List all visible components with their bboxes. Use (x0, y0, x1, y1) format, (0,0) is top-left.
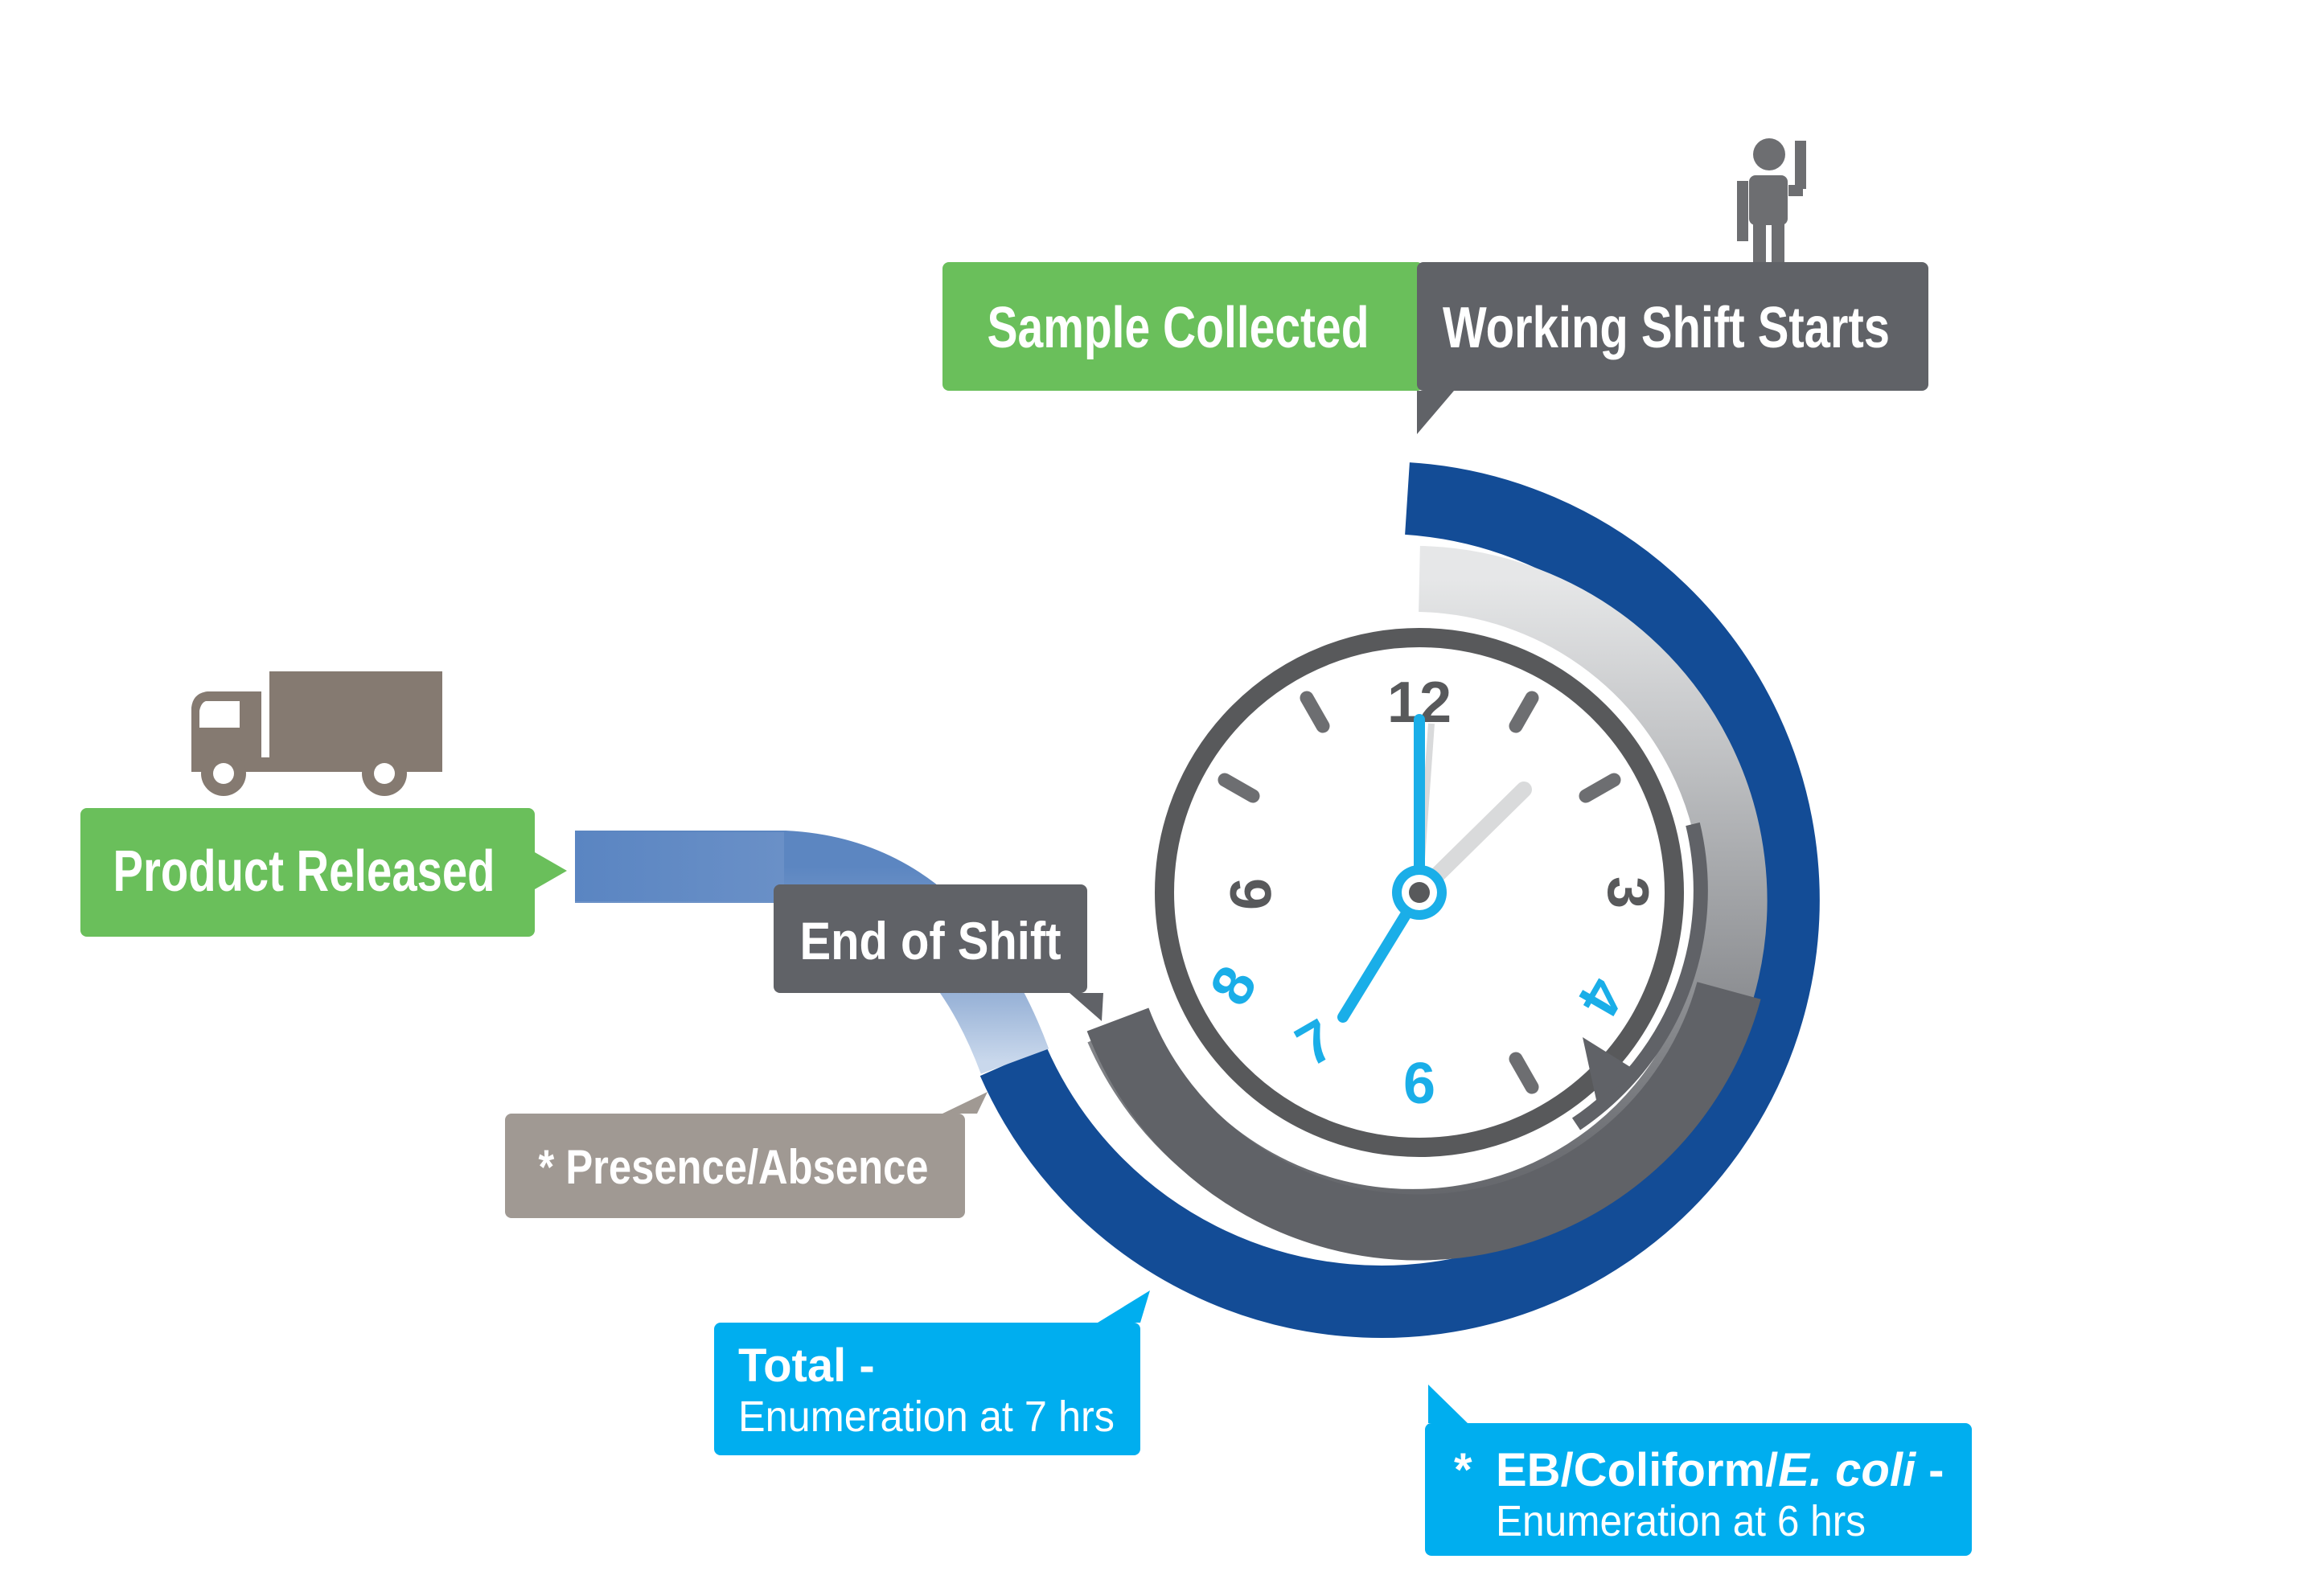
end-of-shift-label: End of Shift (800, 911, 1062, 970)
total-enumeration-callout: Total - Enumeration at 7 hrs (714, 1290, 1150, 1455)
arrow-head (1583, 1037, 1640, 1100)
numeral-6: 6 (1403, 1052, 1435, 1116)
eb-title-part-a: EB/Coliform/ (1496, 1444, 1778, 1496)
lower-gray-band (1086, 982, 1761, 1261)
person-waving-icon (1737, 138, 1806, 264)
sample-collected-callout: Sample Collected (942, 262, 1423, 391)
eb-subtitle: Enumeration at 6 hrs (1496, 1497, 1866, 1545)
working-shift-starts-label: Working Shift Starts (1443, 296, 1890, 360)
truck-icon (191, 671, 442, 796)
total-subtitle: Enumeration at 7 hrs (738, 1393, 1115, 1441)
numeral-9: 9 (1218, 878, 1282, 910)
product-released-callout: Product Released (80, 808, 567, 937)
eb-coliform-callout: * EB/Coliform/E. coli - Enumeration at 6… (1425, 1385, 1972, 1556)
eb-title-part-b: E. coli (1778, 1444, 1917, 1496)
total-enumeration-ring (979, 462, 1820, 1338)
total-title: Total - (738, 1340, 875, 1392)
end-of-shift-callout: End of Shift (774, 884, 1103, 1021)
elapsed-time-arrow (1571, 822, 1708, 1130)
presence-absence-label: * Presence/Absence (539, 1140, 929, 1194)
working-shift-starts-callout: Working Shift Starts (1417, 262, 1928, 434)
numeral-3: 3 (1595, 876, 1660, 909)
sample-collected-label: Sample Collected (988, 296, 1369, 360)
presence-absence-callout: * Presence/Absence (505, 1092, 988, 1218)
eb-star: * (1454, 1444, 1472, 1496)
product-released-connector (575, 832, 784, 901)
eb-title: EB/Coliform/E. coli - (1496, 1444, 1944, 1496)
clock-icon: 12 3 4 6 7 8 9 (1155, 628, 1684, 1157)
product-released-label: Product Released (113, 839, 495, 904)
eb-title-part-c: - (1916, 1444, 1944, 1496)
